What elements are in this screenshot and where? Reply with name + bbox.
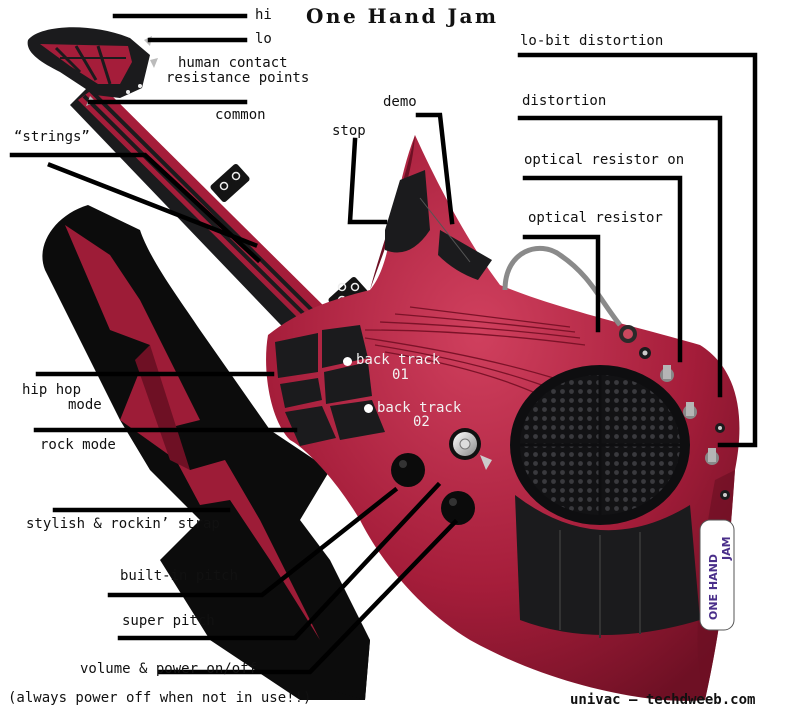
label-power-warning: (always power off when not in use!!) — [8, 690, 312, 706]
stop-pad — [385, 170, 430, 253]
svg-text:JAM: JAM — [720, 536, 733, 561]
back-track-02-dot — [364, 404, 373, 413]
label-back-track-01-number: 01 — [392, 367, 409, 383]
label-optical-resistor: optical resistor — [528, 210, 663, 226]
knob-super-pitch — [441, 491, 475, 525]
label-lo-bit-distortion: lo-bit distortion — [520, 33, 664, 49]
label-rock-mode: rock mode — [40, 437, 116, 453]
headstock — [27, 27, 158, 106]
label-distortion: distortion — [522, 93, 607, 109]
label-optical-resistor-on: optical resistor on — [524, 152, 685, 168]
label-volume-power: volume & power on/off — [80, 661, 258, 677]
label-strings: “strings” — [14, 129, 90, 145]
label-contact-line2: resistance points — [166, 70, 310, 86]
mode-pads — [275, 325, 385, 446]
label-stop: stop — [332, 123, 366, 139]
gooseneck — [502, 245, 622, 327]
label-hip-hop-line1: hip hop — [22, 382, 82, 398]
page-title: One Hand Jam — [306, 4, 499, 28]
label-back-track-01: back track — [356, 352, 441, 368]
label-strap: stylish & rockin’ strap — [26, 516, 220, 532]
svg-text:ONE HAND: ONE HAND — [707, 554, 720, 620]
label-common: common — [215, 107, 266, 123]
label-super-pitch: super pitch — [122, 613, 215, 629]
back-track-01-dot — [343, 357, 352, 366]
brand-logo: ONE HAND JAM — [699, 519, 735, 631]
label-lo: lo — [255, 31, 272, 47]
label-built-in-pitch: built-in pitch — [120, 568, 239, 584]
side-controls — [639, 347, 730, 500]
leader-lines — [9, 13, 758, 675]
label-contact-line1: human contact — [178, 55, 288, 71]
label-back-track-02: back track — [377, 400, 462, 416]
label-demo: demo — [383, 94, 417, 110]
label-back-track-02-number: 02 — [413, 414, 430, 430]
credit-text: univac – techdweeb.com — [570, 692, 756, 708]
label-hi: hi — [255, 7, 272, 23]
knob-volume — [449, 428, 492, 470]
body-ridges — [364, 306, 586, 396]
label-hip-hop-line2: mode — [68, 397, 102, 413]
speaker-grille — [510, 365, 700, 638]
knob-builtin-pitch — [391, 453, 425, 487]
